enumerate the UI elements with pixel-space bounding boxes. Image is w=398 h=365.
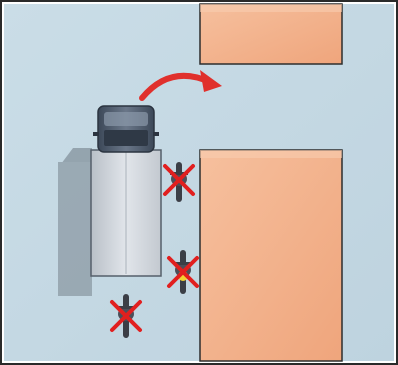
building-top	[200, 4, 342, 64]
truck-shadow	[58, 148, 92, 296]
building-bottom	[200, 150, 342, 361]
truck-icon	[91, 106, 161, 276]
